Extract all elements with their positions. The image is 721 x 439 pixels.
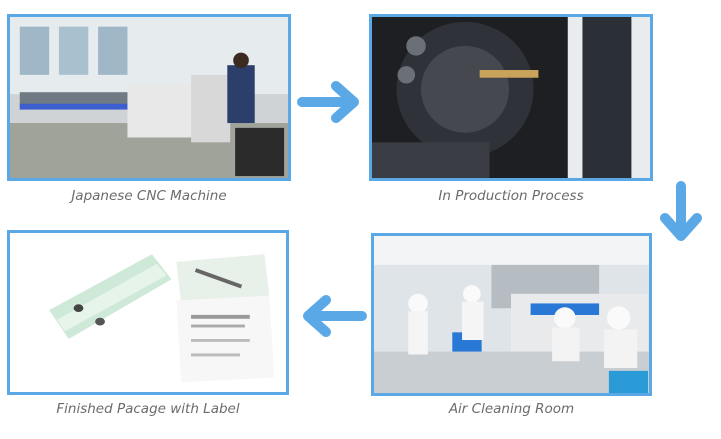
photo-finished-package [7,230,289,395]
photo-air-cleaning-room [371,233,652,396]
arrow-right-icon [297,81,359,123]
photo-cnc-machine [7,14,291,181]
caption-step-3: Air Cleaning Room [448,401,575,417]
caption-step-4: Finished Pacage with Label [56,401,240,417]
caption-step-2: In Production Process [438,188,584,204]
arrow-left-icon [303,295,367,337]
caption-step-1: Japanese CNC Machine [71,188,227,204]
photo-production-process [369,14,653,181]
arrow-down-icon [660,181,702,241]
